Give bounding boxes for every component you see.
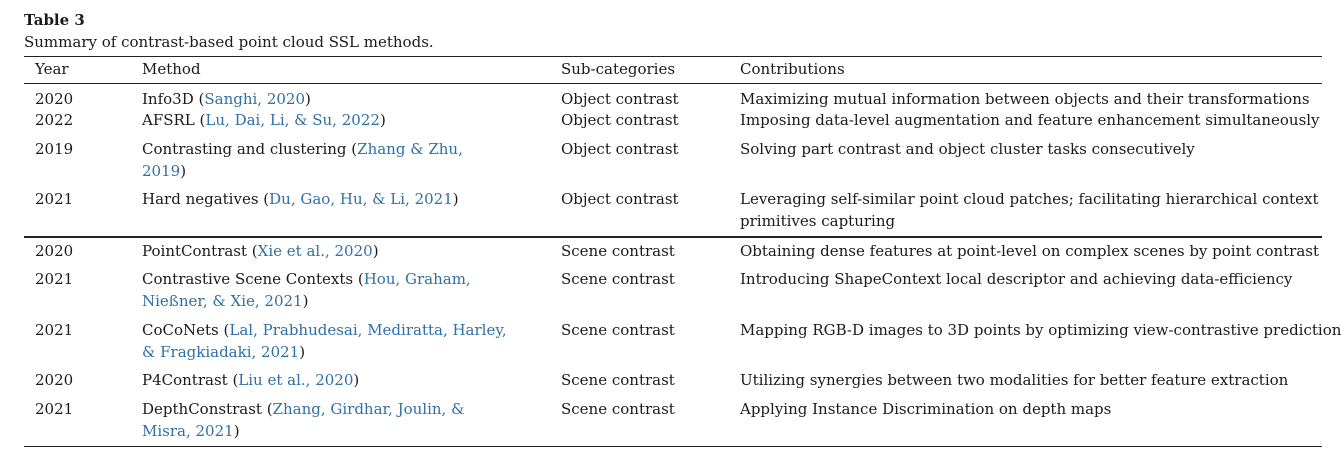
top-rule	[24, 56, 1322, 57]
method-name: PointContrast (	[142, 242, 258, 260]
method-name: Info3D (	[142, 90, 205, 108]
row-method: Hard negatives (Du, Gao, Hu, & Li, 2021)	[142, 188, 459, 210]
section-rule	[24, 236, 1322, 238]
row-subcategory: Scene contrast	[561, 321, 675, 339]
row-method: PointContrast (Xie et al., 2020)	[142, 240, 379, 262]
contribution-line: primitives capturing	[740, 212, 896, 230]
citation-link[interactable]: Zhang, Girdhar, Joulin, &	[272, 400, 465, 418]
citation-link[interactable]: Misra, 2021	[142, 422, 234, 440]
header-rule	[24, 83, 1322, 84]
row-contribution: Applying Instance Discrimination on dept…	[740, 400, 1112, 418]
row-method: Info3D (Sanghi, 2020)	[142, 88, 311, 110]
row-method: P4Contrast (Liu et al., 2020)	[142, 369, 359, 391]
row-year: 2020	[35, 242, 74, 260]
row-contribution: Leveraging self-similar point cloud patc…	[740, 188, 1319, 232]
row-year: 2022	[35, 111, 74, 129]
method-close: )	[233, 422, 240, 440]
row-subcategory: Scene contrast	[561, 242, 675, 260]
method-close: )	[452, 190, 459, 208]
row-contribution: Obtaining dense features at point-level …	[740, 242, 1320, 260]
header-subcategories: Sub-categories	[561, 60, 676, 78]
citation-link[interactable]: Xie et al., 2020	[257, 242, 373, 260]
row-method: Contrastive Scene Contexts (Hou, Graham,…	[142, 268, 471, 312]
method-name: Hard negatives (	[142, 190, 270, 208]
row-year: 2020	[35, 371, 74, 389]
row-year: 2021	[35, 270, 74, 288]
row-year: 2020	[35, 90, 74, 108]
row-year: 2021	[35, 400, 74, 418]
method-close: )	[379, 111, 386, 129]
row-subcategory: Object contrast	[561, 111, 679, 129]
row-contribution: Solving part contrast and object cluster…	[740, 140, 1195, 158]
row-subcategory: Object contrast	[561, 140, 679, 158]
table-caption-text: Summary of contrast-based point cloud SS…	[24, 33, 434, 51]
row-subcategory: Scene contrast	[561, 270, 675, 288]
citation-link[interactable]: Du, Gao, Hu, & Li, 2021	[269, 190, 453, 208]
citation-link[interactable]: Lu, Dai, Li, & Su, 2022	[205, 111, 380, 129]
row-method: Contrasting and clustering (Zhang & Zhu,…	[142, 138, 463, 182]
row-year: 2021	[35, 190, 74, 208]
row-method: DepthConstrast (Zhang, Girdhar, Joulin, …	[142, 398, 464, 442]
method-close: )	[372, 242, 379, 260]
citation-link[interactable]: Hou, Graham,	[363, 270, 471, 288]
method-close: )	[180, 162, 187, 180]
method-name: CoCoNets (	[142, 321, 230, 339]
row-subcategory: Object contrast	[561, 90, 679, 108]
citation-link[interactable]: Liu et al., 2020	[238, 371, 354, 389]
method-name: AFSRL (	[142, 111, 206, 129]
method-close: )	[299, 343, 306, 361]
row-contribution: Introducing ShapeContext local descripto…	[740, 270, 1293, 288]
method-name: Contrastive Scene Contexts (	[142, 270, 364, 288]
row-contribution: Utilizing synergies between two modaliti…	[740, 371, 1289, 389]
row-contribution: Imposing data-level augmentation and fea…	[740, 111, 1320, 129]
header-year: Year	[35, 60, 69, 78]
method-close: )	[305, 90, 311, 108]
row-year: 2021	[35, 321, 74, 339]
citation-link[interactable]: 2019	[142, 162, 181, 180]
citation-link[interactable]: Nießner, & Xie, 2021	[142, 292, 303, 310]
citation-link[interactable]: Sanghi, 2020	[204, 90, 306, 108]
citation-link[interactable]: Lal, Prabhudesai, Mediratta, Harley,	[229, 321, 507, 339]
row-subcategory: Object contrast	[561, 190, 679, 208]
citation-link[interactable]: Zhang & Zhu,	[357, 140, 463, 158]
row-subcategory: Scene contrast	[561, 400, 675, 418]
row-year: 2019	[35, 140, 74, 158]
row-contribution: Maximizing mutual information between ob…	[740, 90, 1310, 108]
method-name: P4Contrast (	[142, 371, 239, 389]
header-contributions: Contributions	[740, 60, 845, 78]
method-name: DepthConstrast (	[142, 400, 273, 418]
method-name: Contrasting and clustering (	[142, 140, 358, 158]
citation-link[interactable]: & Fragkiadaki, 2021	[142, 343, 300, 361]
row-method: AFSRL (Lu, Dai, Li, & Su, 2022)	[142, 109, 386, 131]
method-close: )	[353, 371, 360, 389]
header-method: Method	[142, 60, 201, 78]
row-contribution: Mapping RGB-D images to 3D points by opt…	[740, 321, 1341, 339]
row-subcategory: Scene contrast	[561, 371, 675, 389]
bottom-rule	[24, 446, 1322, 447]
table-caption-title: Table 3	[24, 11, 85, 29]
row-method: CoCoNets (Lal, Prabhudesai, Mediratta, H…	[142, 319, 507, 363]
method-close: )	[302, 292, 309, 310]
contribution-line: Leveraging self-similar point cloud patc…	[740, 190, 1319, 208]
